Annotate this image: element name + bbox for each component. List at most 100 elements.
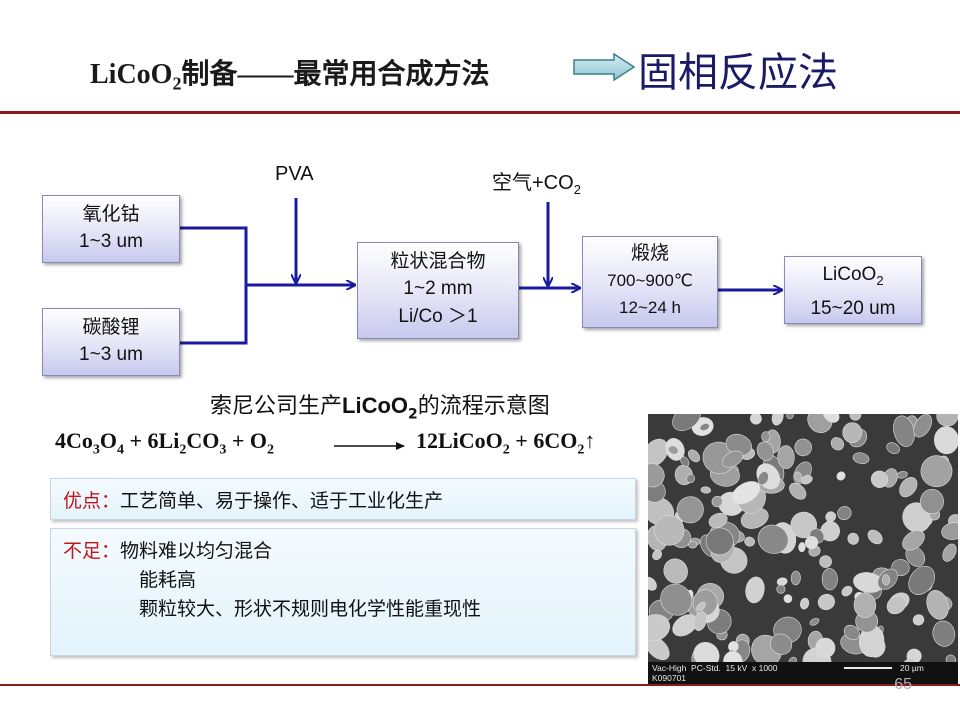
eq-sub: 3 [219, 442, 227, 458]
particle [783, 594, 793, 604]
particle [920, 455, 953, 488]
particle [933, 426, 958, 455]
particle [771, 414, 784, 426]
box-size: 15~20 um [810, 297, 896, 319]
air-co2-label: 空气+CO2 [492, 166, 581, 197]
slide-title: LiCoO2制备——最常用合成方法 [90, 52, 489, 95]
particle [819, 555, 832, 568]
particle [794, 438, 812, 457]
particle [926, 589, 949, 620]
particle [843, 624, 860, 641]
particle [841, 585, 853, 597]
advantages-panel: 优点：工艺简单、易于操作、适于工业化生产 [50, 478, 636, 520]
particle [699, 423, 710, 431]
box-formula-main: LiCoO [822, 264, 877, 285]
reaction-arrow-icon [334, 442, 405, 450]
particle [817, 593, 835, 611]
lithium-carbonate-box: 碳酸锂 1~3 um [42, 308, 180, 376]
box-label: 粒状混合物 [390, 250, 486, 272]
particle [852, 452, 870, 464]
particle [648, 614, 670, 642]
particle [686, 474, 695, 484]
particle-image [648, 414, 958, 676]
disadvantages-label: 不足： [63, 540, 121, 562]
particle [820, 521, 840, 542]
header-divider [0, 111, 960, 114]
air-text: 空气+CO [492, 172, 574, 194]
advantages-text: 工艺简单、易于操作、适于工业化生产 [120, 490, 444, 512]
particle [711, 495, 723, 508]
particle [790, 570, 801, 586]
sem-scale-bar [844, 667, 892, 669]
right-arrow-icon [573, 52, 636, 82]
particle [700, 486, 712, 494]
sem-scale-label: 20 µm [900, 663, 924, 673]
particle [912, 614, 925, 626]
title-formula: LiCoO [90, 59, 173, 90]
box-label: 煅烧 [630, 242, 669, 264]
particle [652, 549, 663, 561]
particle [705, 527, 734, 556]
sem-info-bar: Vac-High PC-Std. 15 kV x 1000 K090701 20… [648, 662, 958, 684]
particle [941, 522, 958, 540]
particle [648, 438, 669, 467]
caption-post: 的流程示意图 [417, 394, 550, 419]
caption-formula: LiCoO [342, 393, 409, 418]
gas-up-arrow: ↑ [584, 428, 596, 453]
particle [648, 463, 665, 488]
granular-mixture-box: 粒状混合物 1~2 mm Li/Co ＞1 [357, 242, 519, 339]
box-formula-sub: 2 [876, 272, 884, 288]
particle [919, 489, 944, 514]
particle [789, 482, 807, 500]
particle [899, 477, 918, 498]
particle [853, 592, 877, 618]
particle [830, 437, 845, 451]
eq-sub: 2 [502, 442, 510, 458]
particle [847, 532, 859, 545]
particle [745, 576, 765, 604]
particle [750, 414, 762, 425]
particle [821, 568, 838, 591]
particle [672, 414, 701, 431]
particle [756, 441, 774, 461]
eq-sub: 4 [117, 442, 125, 458]
box-label: 氧化钴 [82, 203, 140, 225]
caption-formula-sub: 2 [408, 406, 418, 423]
particle [870, 470, 889, 489]
particle [798, 542, 806, 553]
particle [896, 471, 908, 479]
calcination-box: 煅烧 700~900℃ 12~24 h [582, 236, 718, 328]
particle [688, 541, 698, 549]
disadvantages-panel: 不足：物料难以均匀混合 能耗高 颗粒较大、形状不规则电化学性能重现性 [50, 528, 636, 656]
eq-sub: 3 [92, 442, 100, 458]
licoo2-product-box: LiCoO2 15~20 um [784, 256, 922, 324]
pva-label: PVA [275, 163, 314, 185]
particle [881, 574, 891, 586]
particle [837, 506, 852, 521]
particle [663, 558, 688, 584]
caption-pre: 索尼公司生产 [210, 394, 343, 419]
particle [800, 597, 810, 610]
particle [842, 422, 862, 444]
box-label: 碳酸锂 [82, 316, 140, 338]
title-formula-sub: 2 [172, 73, 182, 94]
box-formula: LiCoO2 [785, 257, 921, 295]
box-ratio: Li/Co ＞1 [398, 306, 478, 327]
particle [761, 431, 771, 442]
particle [902, 530, 925, 551]
particle [648, 576, 657, 591]
particle [660, 583, 693, 616]
advantages-label: 优点： [63, 490, 121, 512]
particle [731, 481, 761, 505]
particle [696, 601, 706, 612]
particle [648, 636, 670, 661]
particle [757, 471, 769, 486]
eq-part: CO [186, 428, 220, 453]
particle [654, 515, 685, 546]
eq-part: + 6Li [124, 428, 180, 453]
disadvantage-item: 能耗高 [139, 569, 197, 591]
particle [777, 445, 795, 469]
particle [708, 512, 728, 528]
eq-part: O [99, 428, 118, 453]
particle [680, 456, 690, 467]
